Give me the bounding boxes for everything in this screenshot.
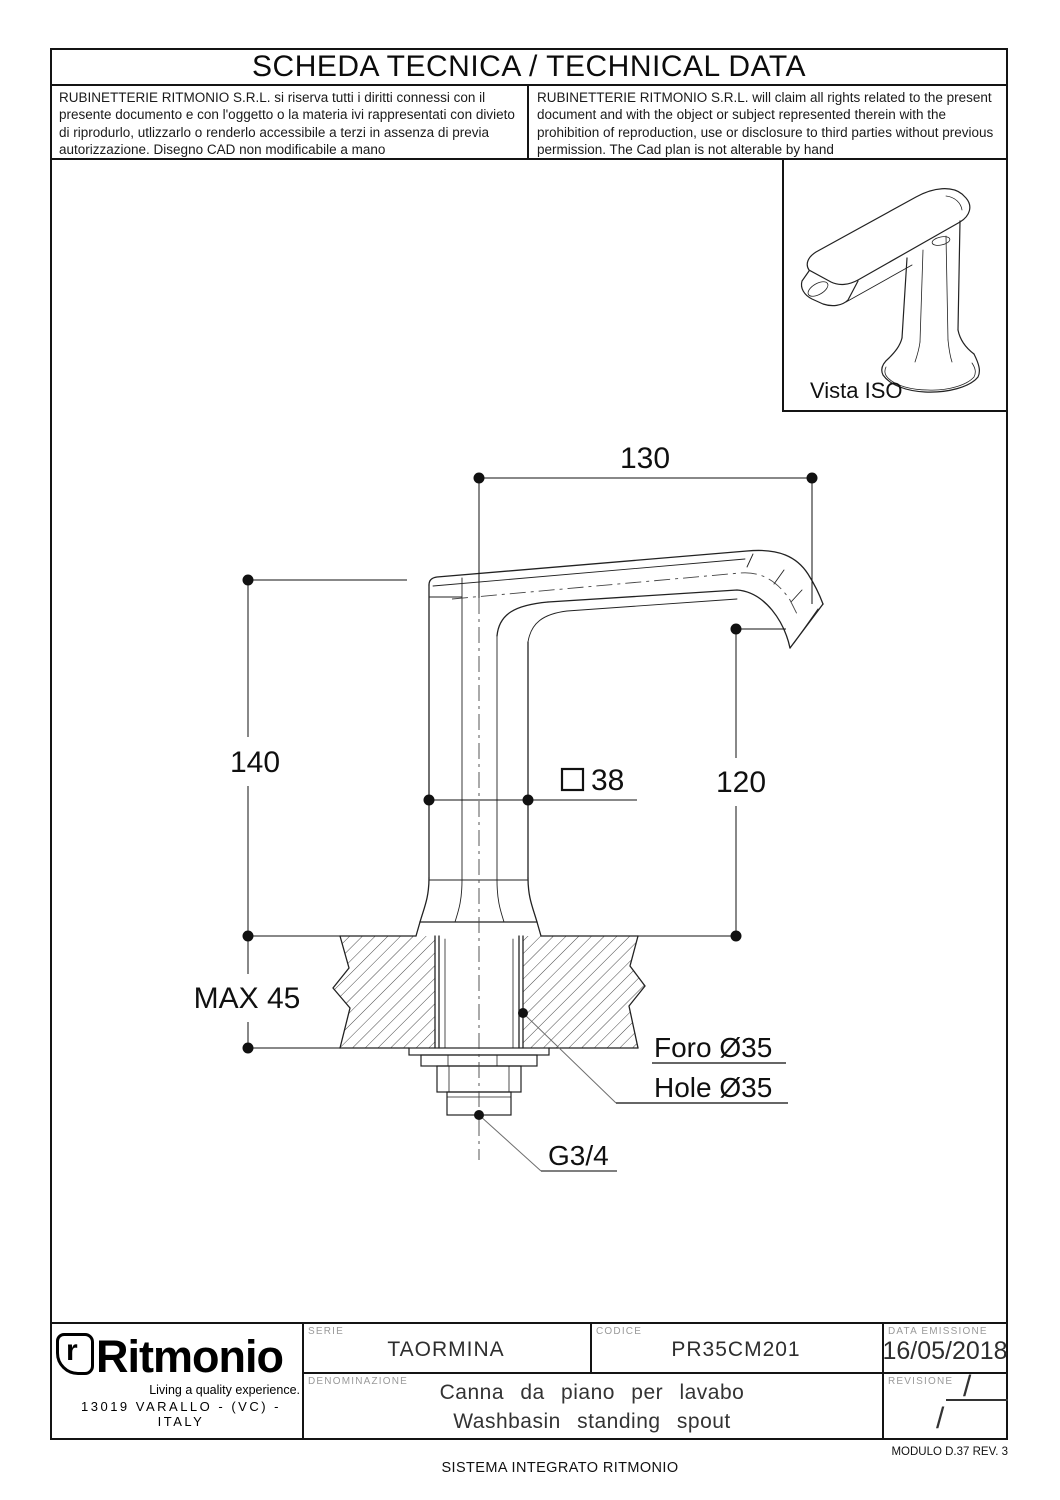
counter-section xyxy=(332,935,646,1049)
disclaimer-bottom-divider xyxy=(50,158,1008,160)
titleblock-top-line xyxy=(50,1322,1008,1324)
dim-130-label: 130 xyxy=(620,442,670,475)
brand-address: 13019 VARALLO - (VC) - ITALY xyxy=(81,1399,281,1429)
footer-system-text: SISTEMA INTEGRATO RITMONIO xyxy=(441,1460,679,1476)
centerlines xyxy=(451,572,798,1160)
leader-hole xyxy=(518,1008,788,1104)
brand-tagline: Living a quality experience. xyxy=(149,1383,300,1397)
dimension-120 xyxy=(638,623,786,942)
denominazione-line-en: Washbasin standing spout xyxy=(453,1410,731,1433)
titleblock-logo-divider xyxy=(302,1322,304,1438)
dim-140-label: 140 xyxy=(230,746,280,779)
leader-thread xyxy=(474,1110,617,1172)
footer-module-text: MODULO D.37 REV. 3 xyxy=(891,1446,1008,1458)
dimension-140 xyxy=(242,574,407,942)
revisione-slash-bottom: / xyxy=(936,1402,945,1435)
titleblock-row-divider xyxy=(302,1372,1008,1374)
front-view-spout xyxy=(415,549,824,937)
page-border xyxy=(50,48,1008,1440)
dimension-130 xyxy=(473,472,818,604)
thread-label: G3/4 xyxy=(548,1140,609,1171)
serie-value: TAORMINA xyxy=(387,1338,505,1361)
ritmonio-logo-icon: r xyxy=(56,1333,94,1375)
page-title: SCHEDA TECNICA / TECHNICAL DATA xyxy=(252,50,806,83)
codice-value: PR35CM201 xyxy=(671,1338,801,1361)
square-symbol-icon xyxy=(560,767,585,792)
denominazione-label: DENOMINAZIONE xyxy=(308,1376,409,1387)
data-emissione-value: 16/05/2018 xyxy=(882,1337,1008,1365)
revisione-underline xyxy=(946,1399,1008,1401)
dimension-square-38 xyxy=(423,767,637,806)
brand-name: Ritmonio xyxy=(96,1331,284,1382)
titleblock-right-divider xyxy=(882,1322,884,1438)
codice-label: CODICE xyxy=(596,1326,643,1337)
serie-label: SERIE xyxy=(308,1326,345,1337)
dim-38-label: 38 xyxy=(591,764,624,797)
iso-view-label: Vista ISO xyxy=(810,378,903,403)
dim-max45-label: MAX 45 xyxy=(194,982,301,1015)
revisione-slash-top: / xyxy=(963,1370,972,1403)
hole-label-it: Foro Ø35 xyxy=(654,1032,772,1063)
disclaimer-divider xyxy=(527,84,529,158)
title-divider xyxy=(50,84,1008,86)
denominazione-line-it: Canna da piano per lavabo xyxy=(439,1381,745,1404)
revisione-label: REVISIONE xyxy=(888,1376,954,1387)
dim-120-label: 120 xyxy=(716,766,766,799)
data-emissione-label: DATA EMISSIONE xyxy=(888,1326,988,1337)
iso-view-spout xyxy=(800,188,980,393)
titleblock-serie-codice-divider xyxy=(590,1322,592,1372)
iso-view-box xyxy=(782,158,1008,412)
disclaimer-italian: RUBINETTERIE RITMONIO S.R.L. si riserva … xyxy=(59,90,515,157)
disclaimer-english: RUBINETTERIE RITMONIO S.R.L. will claim … xyxy=(537,90,994,157)
dimension-max-45 xyxy=(242,936,340,1054)
hole-label-en: Hole Ø35 xyxy=(654,1072,772,1103)
